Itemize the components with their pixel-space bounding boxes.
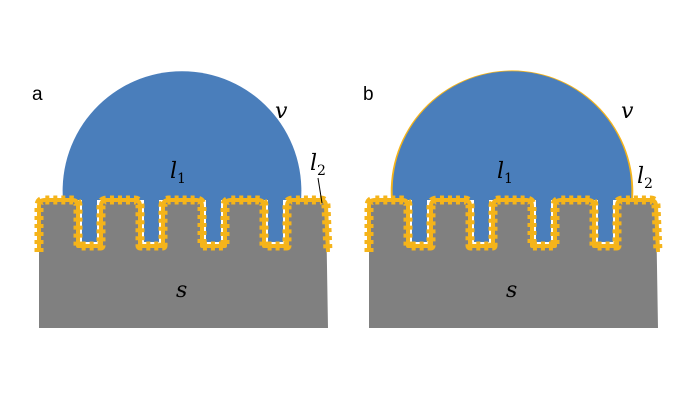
groove-liquid-l1 [206,200,221,242]
panel-label-a: a [32,84,43,105]
substrate [39,200,328,328]
liquid-l2-label-a: l2 [310,151,326,179]
film-l2-dashes [364,195,663,253]
panel-label-b: b [363,84,374,105]
groove-liquid-l1 [598,200,613,242]
groove-liquid-l1 [144,200,159,242]
liquid-l2-label-b: l2 [637,164,653,192]
substrate-label-b: s [506,278,517,303]
groove-liquid-l1 [268,200,283,242]
l2-leader-line-a [317,177,323,204]
vapor-label-a: v [275,99,288,124]
droplet-l1 [62,71,302,200]
liquid-l1-label-b: l1 [497,159,513,187]
droplet-l1 [392,71,632,200]
liquid-l1-label-a: l1 [170,159,186,187]
groove-liquid-l1 [536,200,551,242]
film-l2-dashes [34,195,333,253]
panel-b [364,70,663,328]
substrate-label-a: s [176,278,187,303]
panel-a [34,71,333,328]
substrate [369,200,658,328]
vapor-label-b: v [621,99,634,124]
groove-liquid-l1 [474,200,489,242]
groove-liquid-l1 [412,200,427,242]
groove-liquid-l1 [82,200,97,242]
